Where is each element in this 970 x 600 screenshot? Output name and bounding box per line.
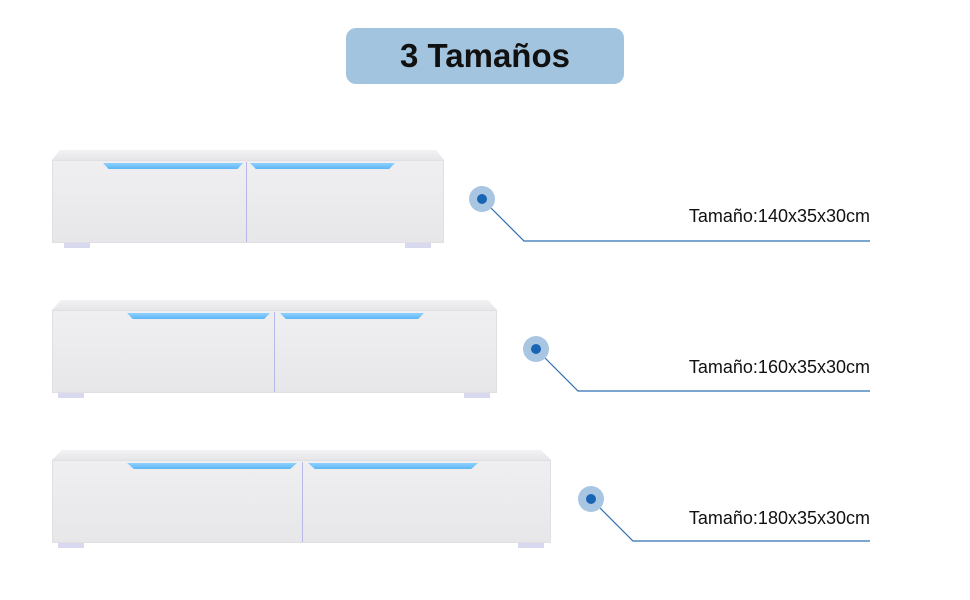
tv-cabinet-140	[52, 150, 444, 250]
callout-dot-icon	[578, 486, 604, 512]
tv-cabinet-180	[52, 450, 551, 550]
size-label-140: Tamaño:140x35x30cm	[688, 206, 870, 226]
callout-dot-icon	[469, 186, 495, 212]
page-title: 3 Tamaños	[346, 28, 624, 84]
size-label-160: Tamaño:160x35x30cm	[688, 357, 870, 377]
callout-dot-icon	[523, 336, 549, 362]
tv-cabinet-160	[52, 300, 497, 400]
size-label-180: Tamaño:180x35x30cm	[688, 508, 870, 528]
